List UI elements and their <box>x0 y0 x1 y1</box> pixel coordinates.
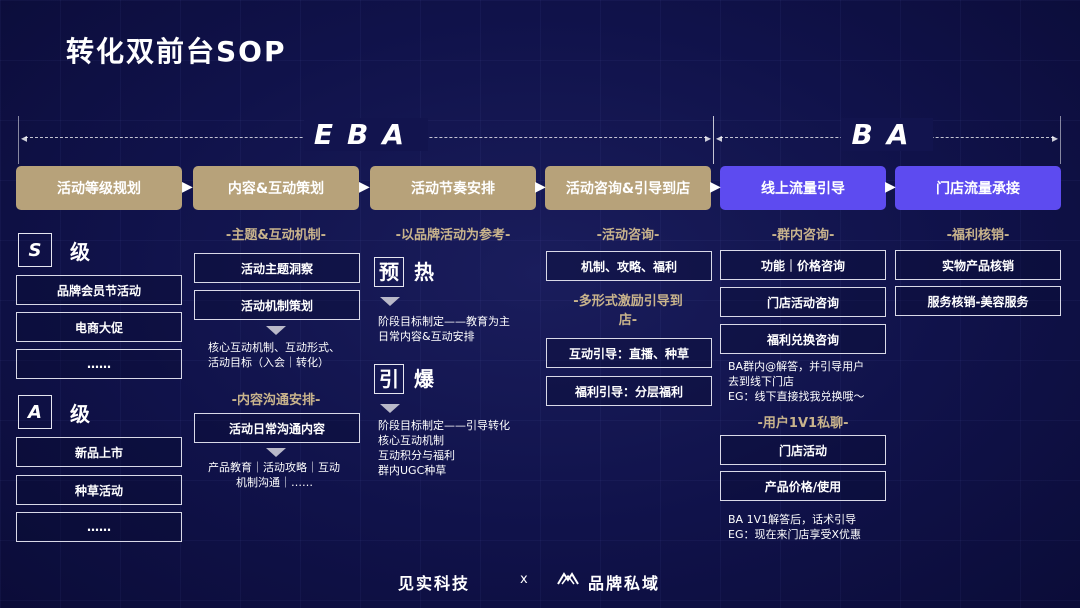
s-level-label: 级 <box>70 240 90 264</box>
note-line: 核心互动机制、互动形式、 <box>208 341 340 354</box>
a-level-badge: A <box>18 395 52 429</box>
col2-subtitle-theme: -主题&互动机制- <box>225 228 327 243</box>
s-item-member-day: 品牌会员节活动 <box>16 275 182 305</box>
subtitle-line: 店- <box>618 313 638 328</box>
footer-brand-private-domain: 品牌私域 <box>588 574 661 593</box>
note-line: 产品教育｜活动攻略｜互动 <box>208 461 340 474</box>
note-line: EG：现在来门店享受X优惠 <box>728 528 862 541</box>
box-service-redeem: 服务核销-美容服务 <box>895 286 1061 316</box>
note-line: 日常内容&互动安排 <box>378 330 475 343</box>
ba-span: ◂ ▸ BA <box>713 116 1061 164</box>
note-line: EG：线下直接找我兑换哦～ <box>728 390 865 403</box>
box-theme-insight: 活动主题洞察 <box>194 253 360 283</box>
a-item-seeding: 种草活动 <box>16 475 182 505</box>
header-activity-consult: 活动咨询&引导到店 <box>545 166 711 210</box>
col5-subtitle-group: -群内咨询- <box>771 228 835 243</box>
arrow-right-icon: ▸ <box>704 131 711 145</box>
box-mechanism-strategy-benefit: 机制、攻略、福利 <box>546 251 712 281</box>
s-level-badge: S <box>18 233 52 267</box>
down-arrow-icon <box>380 404 400 413</box>
note-line: 阶段目标制定——教育为主 <box>378 315 510 328</box>
down-arrow-icon <box>266 448 286 457</box>
box-store-activity: 门店活动 <box>720 435 886 465</box>
col4-subtitle-incentive: -多形式激励引导到 店- <box>545 290 711 328</box>
note-line: BA 1V1解答后，话术引导 <box>728 513 857 526</box>
header-content-interaction: 内容&互动策划 <box>193 166 359 210</box>
arrow-left-icon: ◂ <box>21 131 28 145</box>
phase-warmup-char: 预 <box>374 257 404 287</box>
col3-note-2: 阶段目标制定——引导转化 核心互动机制 互动积分与福利 群内UGC种草 <box>378 418 510 478</box>
s-item-more: …… <box>16 349 182 379</box>
note-line: 机制沟通｜…… <box>236 476 313 489</box>
col5-note-2: BA 1V1解答后，话术引导 EG：现在来门店享受X优惠 <box>728 512 861 542</box>
header-store-traffic: 门店流量承接 <box>895 166 1061 210</box>
col2-note-1: 核心互动机制、互动形式、 活动目标（入会｜转化） <box>208 340 340 370</box>
col2-subtitle-content: -内容沟通安排- <box>231 393 321 408</box>
col5-note-1: BA群内@解答，并引导用户 去到线下门店 EG：线下直接找我兑换哦～ <box>728 359 864 404</box>
box-store-activity-consult: 门店活动咨询 <box>720 287 886 317</box>
phase-warmup: 预热 <box>374 256 450 287</box>
footer-separator: x <box>520 572 528 587</box>
a-item-new-product: 新品上市 <box>16 437 182 467</box>
col2-note-2: 产品教育｜活动攻略｜互动 机制沟通｜…… <box>208 460 340 490</box>
subtitle-line: -多形式激励引导到 <box>573 294 683 309</box>
col3-subtitle: -以品牌活动为参考- <box>395 228 511 243</box>
note-line: BA群内@解答，并引导用户 <box>728 360 865 373</box>
note-line: 活动目标（入会｜转化） <box>208 356 329 369</box>
brand-logo-icon <box>557 572 579 585</box>
arrow-left-icon: ◂ <box>716 131 723 145</box>
box-benefit-redeem: 福利兑换咨询 <box>720 324 886 354</box>
note-line: 阶段目标制定——引导转化 <box>378 419 510 432</box>
phase-burst-char: 爆 <box>414 367 450 391</box>
footer-brand-jianshi: 见实科技 <box>398 574 471 593</box>
box-daily-content: 活动日常沟通内容 <box>194 413 360 443</box>
a-item-more: …… <box>16 512 182 542</box>
header-activity-rhythm: 活动节奏安排 <box>370 166 536 210</box>
a-level-label: 级 <box>70 402 90 426</box>
box-benefit-guide: 福利引导：分层福利 <box>546 376 712 406</box>
header-activity-level: 活动等级规划 <box>16 166 182 210</box>
col6-subtitle: -福利核销- <box>946 228 1010 243</box>
ba-label: BA <box>841 118 933 151</box>
header-online-traffic: 线上流量引导 <box>720 166 886 210</box>
down-arrow-icon <box>266 326 286 335</box>
note-line: 互动积分与福利 <box>378 449 455 462</box>
flow-arrow-icon: ▶ <box>182 179 193 195</box>
note-line: 核心互动机制 <box>378 434 444 447</box>
col5-subtitle-private: -用户1V1私聊- <box>757 416 849 431</box>
note-line: 去到线下门店 <box>728 375 794 388</box>
col3-note-1: 阶段目标制定——教育为主 日常内容&互动安排 <box>378 314 510 344</box>
flow-arrow-icon: ▶ <box>710 179 721 195</box>
flow-arrow-icon: ▶ <box>535 179 546 195</box>
phase-burst-char: 引 <box>374 364 404 394</box>
eba-label: EBA <box>303 118 429 151</box>
box-product-price-use: 产品价格/使用 <box>720 471 886 501</box>
eba-span: ◂ ▸ EBA <box>18 116 714 164</box>
box-product-redeem: 实物产品核销 <box>895 250 1061 280</box>
box-function-price: 功能｜价格咨询 <box>720 250 886 280</box>
arrow-right-icon: ▸ <box>1051 131 1058 145</box>
flow-arrow-icon: ▶ <box>359 179 370 195</box>
phase-warmup-char: 热 <box>414 260 450 284</box>
box-interaction-guide: 互动引导：直播、种草 <box>546 338 712 368</box>
phase-burst: 引爆 <box>374 363 450 394</box>
down-arrow-icon <box>380 297 400 306</box>
col4-subtitle-consult: -活动咨询- <box>596 228 660 243</box>
note-line: 群内UGC种草 <box>378 464 447 477</box>
page-title: 转化双前台SOP <box>66 35 287 68</box>
flow-arrow-icon: ▶ <box>885 179 896 195</box>
box-mechanism-plan: 活动机制策划 <box>194 290 360 320</box>
s-item-ecommerce: 电商大促 <box>16 312 182 342</box>
